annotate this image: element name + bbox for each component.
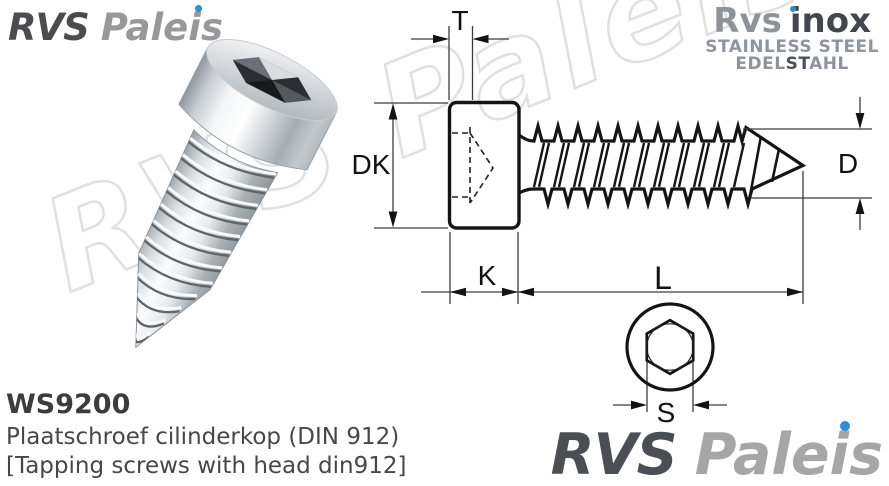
drawing-thread-outline [518, 119, 807, 211]
product-title-nl: Plaatschroef cilinderkop (DIN 912) [6, 423, 400, 450]
dim-label-S: S [657, 397, 676, 428]
logo-rvs-text: RVS [550, 422, 678, 486]
dim-label-T: T [451, 5, 468, 36]
screw-end-view [625, 302, 715, 392]
dim-label-K: K [478, 260, 497, 291]
dim-label-D: D [838, 148, 858, 179]
dim-label-DK: DK [352, 149, 391, 180]
drawing-thread-flanks [532, 142, 746, 188]
logo-rvs-text: RVS [8, 6, 90, 49]
extension-lines [374, 26, 872, 412]
product-code: WS9200 [6, 389, 131, 420]
product-info: WS9200 Plaatschroef cilinderkop (DIN 912… [6, 388, 407, 481]
screw-photo-shaft [135, 129, 279, 349]
blue-dot-i: i [188, 5, 202, 49]
drawing-socket-hidden [452, 127, 494, 204]
dimension-arrows [388, 34, 865, 410]
blue-dot-i: i [829, 420, 850, 486]
dim-label-L: L [654, 260, 672, 296]
product-title-en: [Tapping screws with head din912] [6, 452, 407, 479]
dimension-labels: T DK D K L S [352, 5, 859, 428]
dimension-lines [392, 38, 861, 406]
brand-line-stainless-steel: STAINLESS STEEL [705, 36, 879, 57]
screw-photo [133, 38, 338, 349]
drawing-cone-ridges [748, 135, 781, 197]
hex-socket-recess [232, 57, 312, 103]
brand-line-edelstahl: EDELSTAHL [735, 54, 849, 74]
blue-dot-i: i [789, 1, 802, 41]
logo-paleis-text: Paleis [100, 5, 223, 49]
logo-paleis-text: Paleis [694, 420, 883, 486]
drawing-head [447, 100, 521, 230]
technical-drawing: T DK D K L S [352, 5, 872, 428]
